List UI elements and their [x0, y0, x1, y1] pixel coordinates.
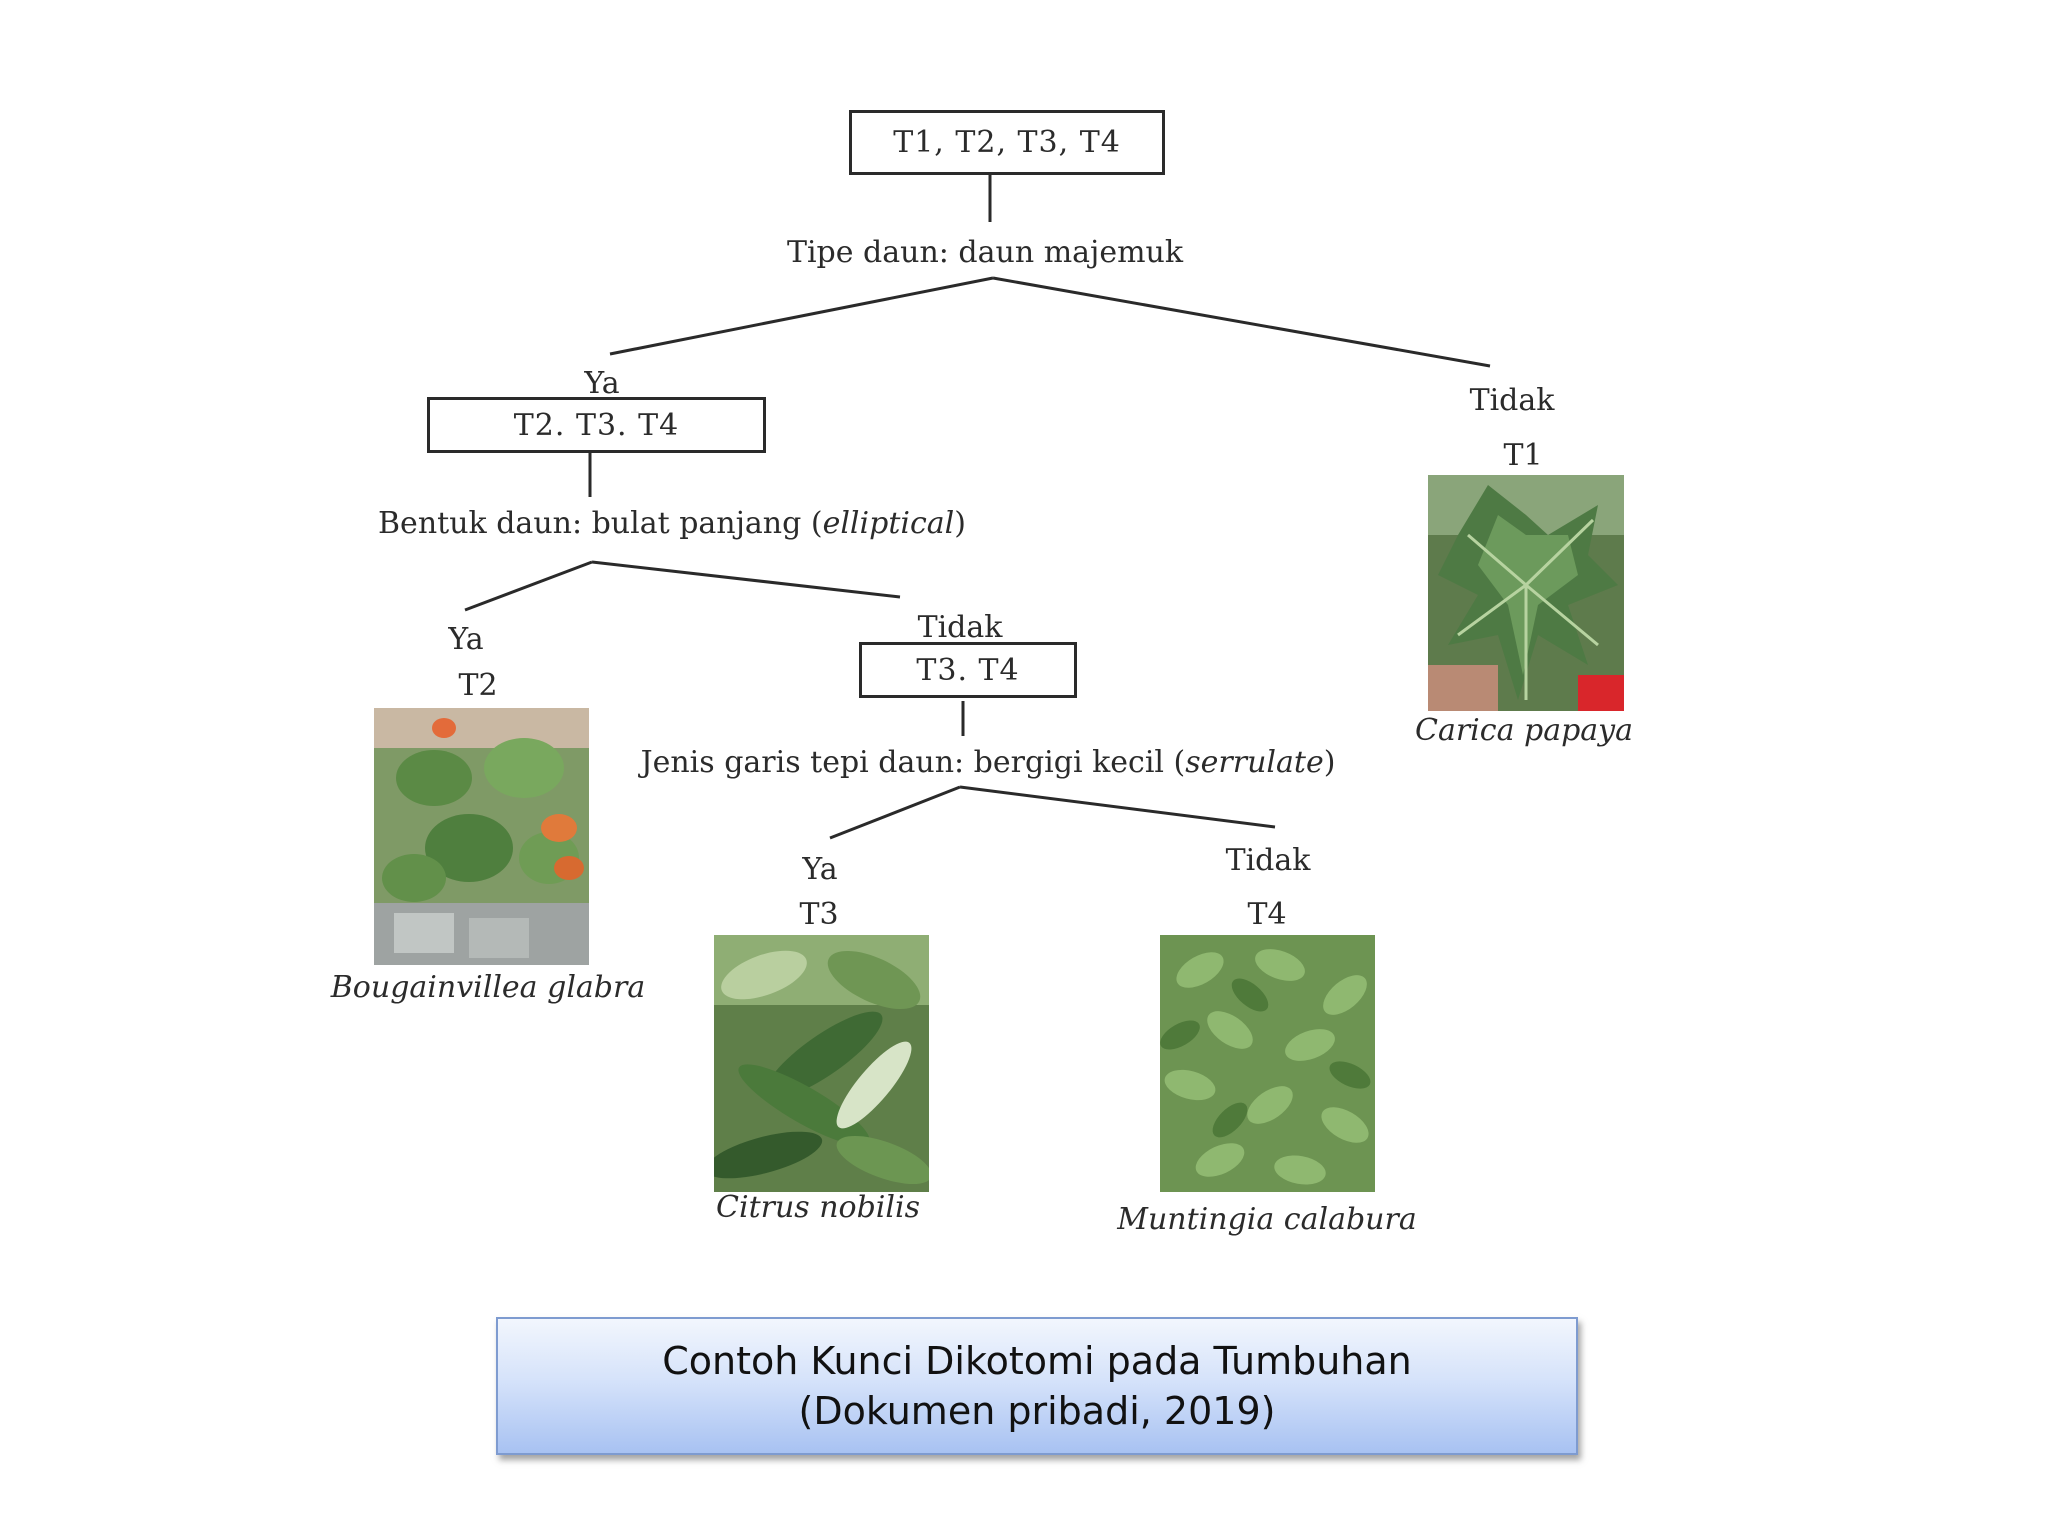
species-bougainvillea-glabra: Bougainvillea glabra [330, 970, 646, 1005]
species-citrus-nobilis: Citrus nobilis [716, 1190, 920, 1225]
bougainvillea-glabra-photo [374, 708, 589, 965]
caption-line-1: Contoh Kunci Dikotomi pada Tumbuhan [662, 1339, 1412, 1383]
answer-yes-3: Ya [802, 852, 838, 887]
plant-code-t3: T3 [799, 897, 839, 932]
caption-line-2: (Dokumen pribadi, 2019) [798, 1389, 1276, 1433]
plant-code-t2: T2 [458, 668, 498, 703]
species-muntingia-calabura: Muntingia calabura [1117, 1202, 1417, 1237]
answer-yes-2: Ya [448, 622, 484, 657]
question-leaf-type: Tipe daun: daun majemuk [786, 235, 1184, 270]
question-leaf-shape: Bentuk daun: bulat panjang (elliptical) [378, 506, 966, 541]
answer-no-3: Tidak [1225, 843, 1311, 878]
muntingia-calabura-photo [1160, 935, 1375, 1192]
taxa-box-t2-t4: T2. T3. T4 [427, 397, 766, 453]
q2-no-branch [591, 560, 901, 599]
q1-no-branch [992, 276, 1491, 368]
figure-caption-box: Contoh Kunci Dikotomi pada Tumbuhan (Dok… [496, 1317, 1578, 1455]
plant-code-t1: T1 [1503, 438, 1543, 473]
q1-yes-branch [609, 276, 994, 356]
q3-yes-branch [829, 785, 961, 840]
plant-code-t4: T4 [1247, 897, 1287, 932]
q3-no-branch [959, 785, 1276, 829]
answer-no-2: Tidak [917, 610, 1003, 645]
carica-papaya-photo [1428, 475, 1624, 711]
q2-yes-branch [464, 560, 593, 612]
root-taxa-box: T1, T2, T3, T4 [849, 110, 1165, 175]
taxa-box-t3-t4: T3. T4 [859, 642, 1077, 698]
question-leaf-margin: Jenis garis tepi daun: bergigi kecil (se… [640, 745, 1336, 780]
citrus-nobilis-photo [714, 935, 929, 1192]
answer-no-1: Tidak [1469, 383, 1555, 418]
species-carica-papaya: Carica papaya [1414, 713, 1634, 748]
answer-yes-1: Ya [584, 366, 620, 401]
